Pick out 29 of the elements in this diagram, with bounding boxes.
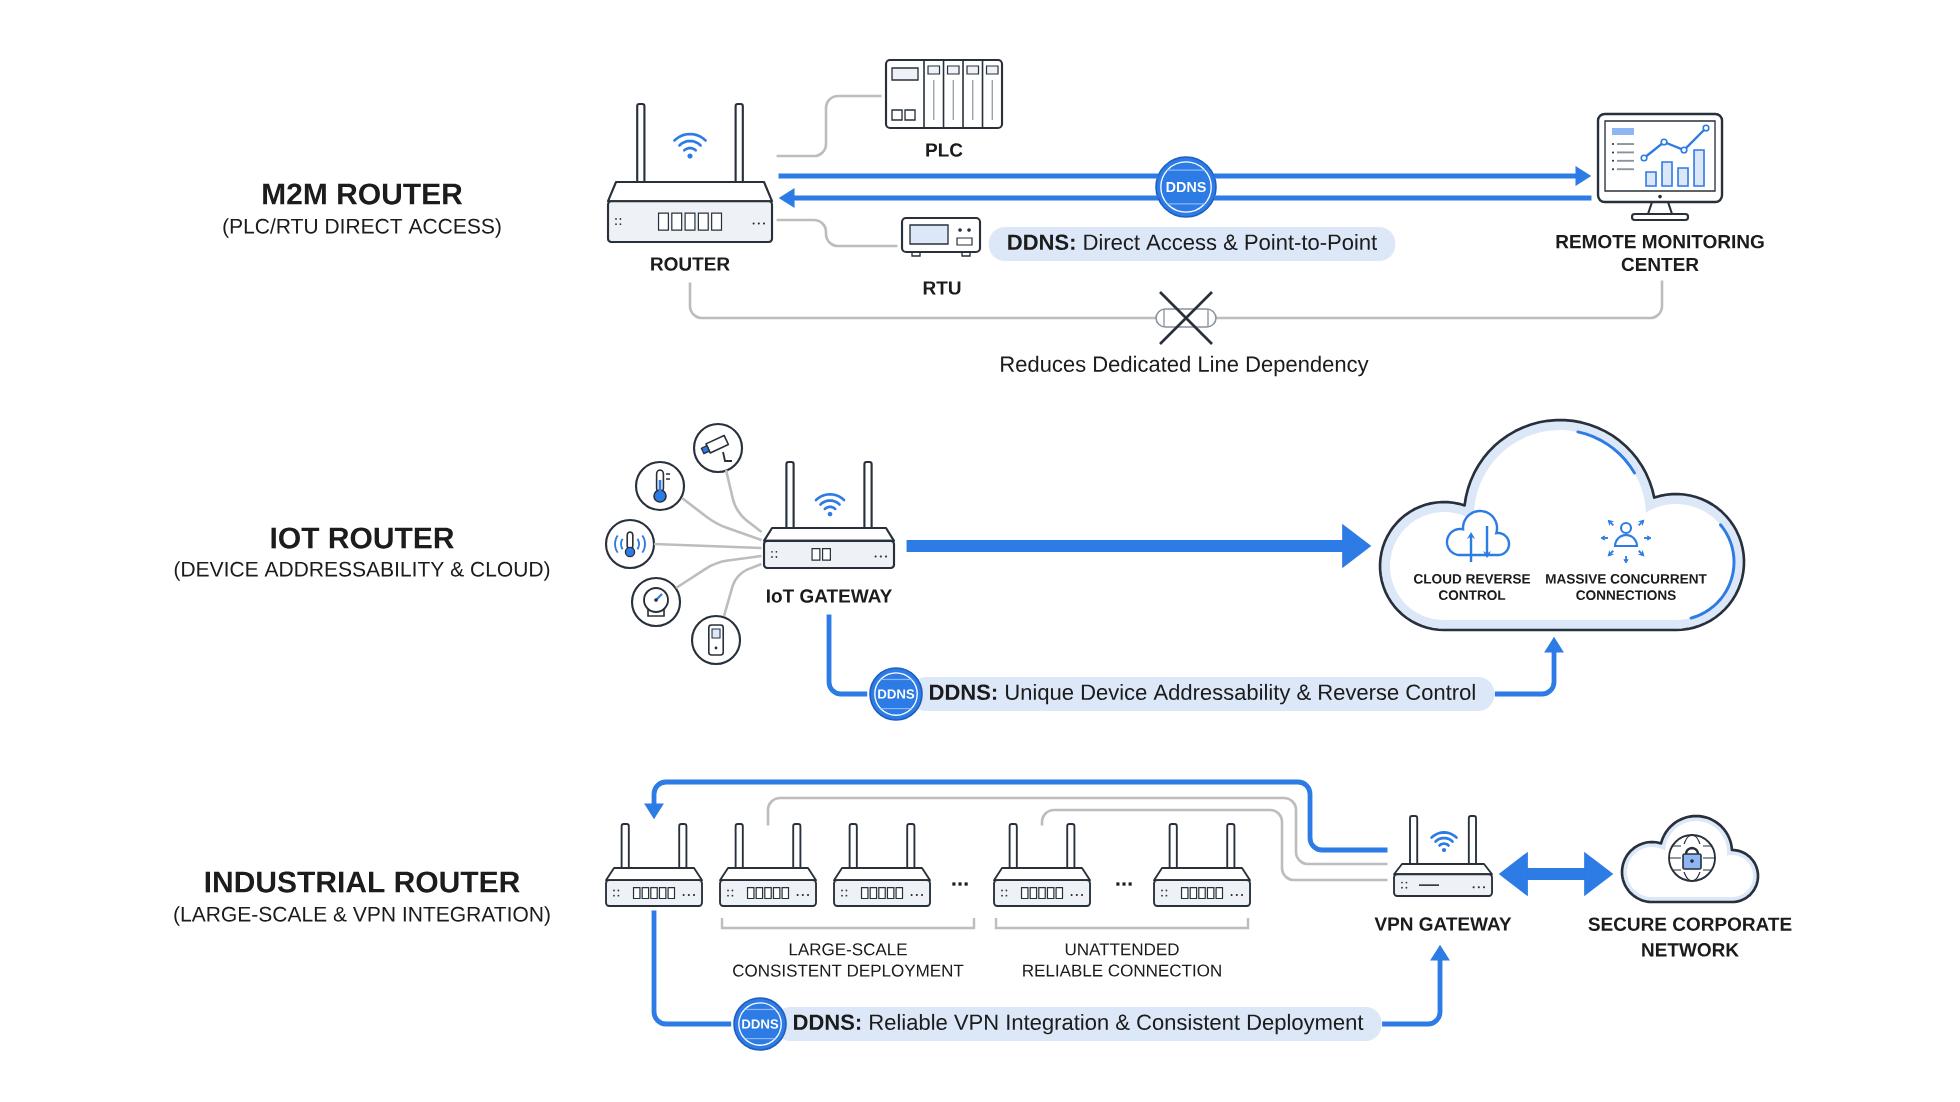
section-title: M2M ROUTER xyxy=(263,183,463,205)
device-label: PLC xyxy=(926,143,963,157)
device-label: ROUTER xyxy=(651,257,730,271)
vibration-sensor-icon xyxy=(604,518,656,570)
handheld-device-icon xyxy=(690,614,742,666)
gauge-icon xyxy=(630,576,682,628)
device-label: VPN GATEWAY xyxy=(1374,917,1512,931)
device-label: IoT GATEWAY xyxy=(767,589,892,603)
section-subtitle: (PLC/RTU DIRECT ACCESS) xyxy=(223,218,501,238)
ellipsis: ... xyxy=(952,882,968,886)
device-label: SECURE CORPORATE NETWORK xyxy=(1588,917,1792,957)
info-pill: DDNS: Direct Access & Point-to-Point xyxy=(988,227,1396,261)
device-label: REMOTE MONITORING CENTER xyxy=(1556,234,1764,272)
section-title: INDUSTRIAL ROUTER xyxy=(205,871,520,893)
group-caption: LARGE-SCALE CONSISTENT DEPLOYMENT xyxy=(733,943,964,977)
router-icon xyxy=(719,823,817,907)
section-subtitle: (DEVICE ADDRESSABILITY & CLOUD) xyxy=(174,561,550,581)
router-icon xyxy=(993,823,1091,907)
device-label: RTU xyxy=(923,281,961,295)
router-icon xyxy=(833,823,931,907)
camera-icon xyxy=(692,422,744,474)
router-icon xyxy=(605,823,703,907)
section-title: IOT ROUTER xyxy=(271,527,454,549)
group-caption: UNATTENDED RELIABLE CONNECTION xyxy=(1023,943,1221,977)
router-icon xyxy=(1153,823,1251,907)
ellipsis: ... xyxy=(1116,882,1132,886)
edge-label: Reduces Dedicated Line Dependency xyxy=(996,353,1372,379)
section-subtitle: (LARGE-SCALE & VPN INTEGRATION) xyxy=(174,906,550,926)
thermometer-icon xyxy=(634,460,686,512)
